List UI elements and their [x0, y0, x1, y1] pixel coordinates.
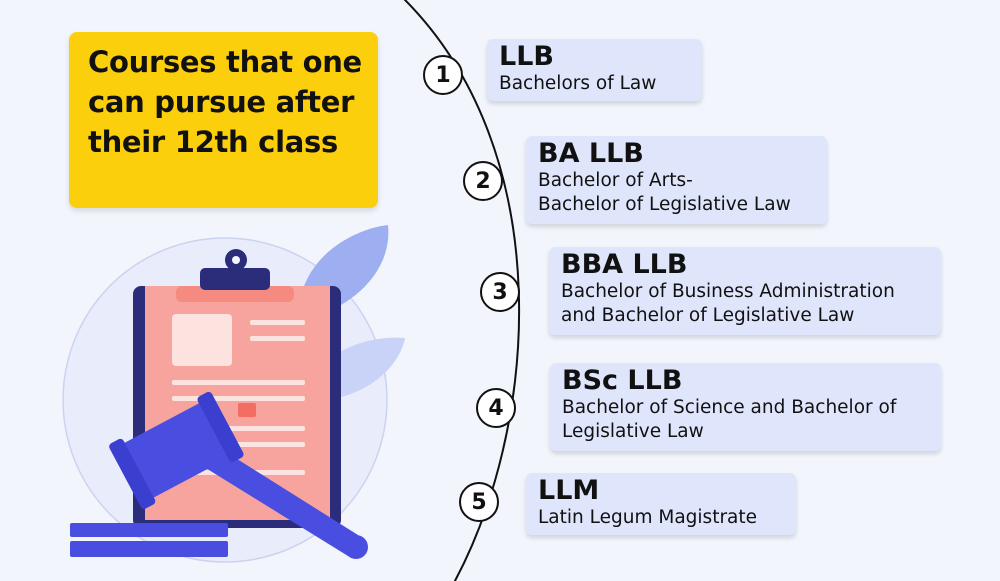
course-full-name: Bachelors of Law	[499, 73, 657, 94]
step-number-1: 1	[423, 55, 463, 95]
step-number-3: 3	[480, 272, 520, 312]
course-card-llm: LLM Latin Legum Magistrate	[526, 473, 796, 535]
course-full-name: Bachelor of Business Administration and …	[561, 281, 895, 326]
course-abbr: BSc LLB	[562, 365, 683, 396]
step-number-2: 2	[463, 161, 503, 201]
course-full-name: Bachelor of Arts- Bachelor of Legislativ…	[538, 170, 791, 215]
course-card-llb: LLB Bachelors of Law	[487, 39, 702, 101]
step-number-4: 4	[476, 388, 516, 428]
course-full-name: Bachelor of Science and Bachelor of Legi…	[562, 397, 897, 442]
course-abbr: LLM	[538, 475, 600, 506]
gavel-icon	[70, 391, 368, 559]
course-abbr: BA LLB	[538, 138, 644, 169]
course-full-name: Latin Legum Magistrate	[538, 507, 758, 528]
course-abbr: LLB	[499, 41, 554, 72]
page-title: Courses that one can pursue after their …	[88, 45, 362, 159]
course-card-bba-llb: BBA LLB Bachelor of Business Administrat…	[549, 247, 941, 335]
step-number-5: 5	[459, 482, 499, 522]
course-card-ba-llb: BA LLB Bachelor of Arts- Bachelor of Leg…	[526, 136, 827, 224]
title-box: Courses that one can pursue after their …	[69, 32, 378, 208]
course-abbr: BBA LLB	[561, 249, 688, 280]
course-card-bsc-llb: BSc LLB Bachelor of Science and Bachelor…	[550, 363, 941, 451]
